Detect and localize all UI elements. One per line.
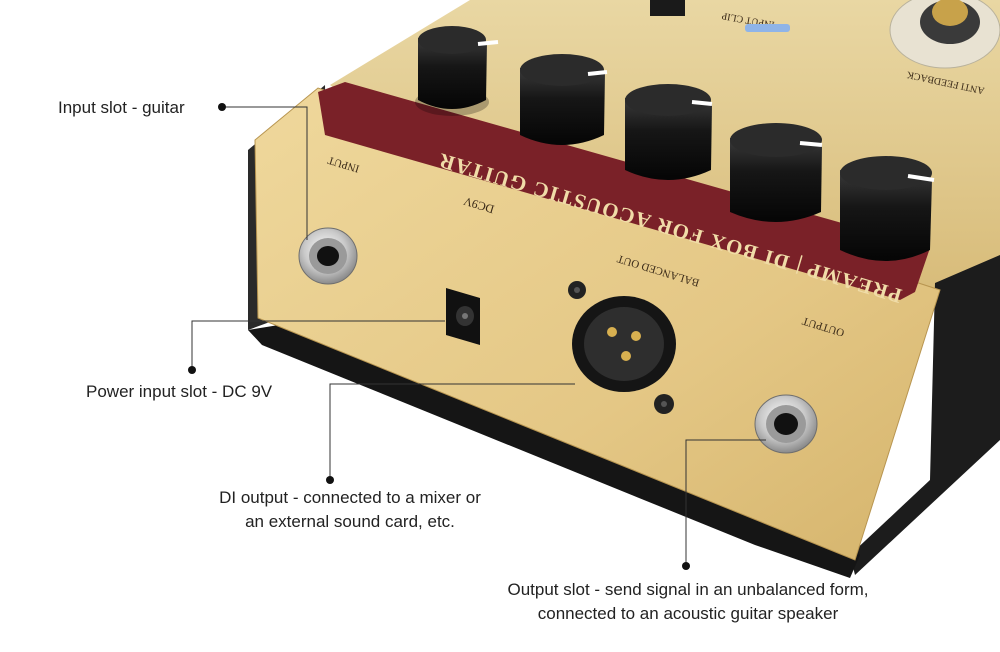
pedal-chassis-right xyxy=(850,255,1000,575)
callout-output-slot: Output slot - send signal in an unbalanc… xyxy=(466,578,910,626)
footswitch xyxy=(889,0,1000,69)
dc-power-jack xyxy=(446,288,480,345)
callout-dots xyxy=(188,103,690,570)
callout-di-output: DI output - connected to a mixer or an e… xyxy=(150,486,550,534)
callout-power-input-text: Power input slot - DC 9V xyxy=(86,382,273,401)
banner-strip xyxy=(318,82,930,300)
knob-1 xyxy=(415,26,499,116)
leader-output xyxy=(685,439,766,566)
callout-output-slot-line-1: Output slot - send signal in an unbalanc… xyxy=(507,580,869,599)
dot-input xyxy=(218,103,226,111)
callout-leaders xyxy=(191,106,766,566)
xlr-output xyxy=(568,281,676,414)
leader-power xyxy=(191,320,445,370)
dot-di xyxy=(326,476,334,484)
callout-input-slot: Input slot - guitar xyxy=(58,96,185,120)
leader-di xyxy=(329,383,575,480)
output-jack xyxy=(754,394,818,454)
knob-3 xyxy=(625,84,713,180)
input-jack xyxy=(298,227,358,285)
dot-power xyxy=(188,366,196,374)
callout-di-output-line-2: an external sound card, etc. xyxy=(245,512,455,531)
clip-led xyxy=(745,24,790,32)
callout-output-slot-line-2: connected to an acoustic guitar speaker xyxy=(537,604,839,623)
callout-di-output-line-1: DI output - connected to a mixer or xyxy=(219,488,481,507)
dot-output xyxy=(682,562,690,570)
knob-4 xyxy=(730,123,823,222)
display-window xyxy=(650,0,685,16)
callout-input-slot-text: Input slot - guitar xyxy=(58,98,185,117)
leader-input xyxy=(222,106,308,240)
knob-2 xyxy=(520,54,608,145)
knob-5 xyxy=(840,156,935,261)
callout-power-input: Power input slot - DC 9V xyxy=(86,380,272,404)
